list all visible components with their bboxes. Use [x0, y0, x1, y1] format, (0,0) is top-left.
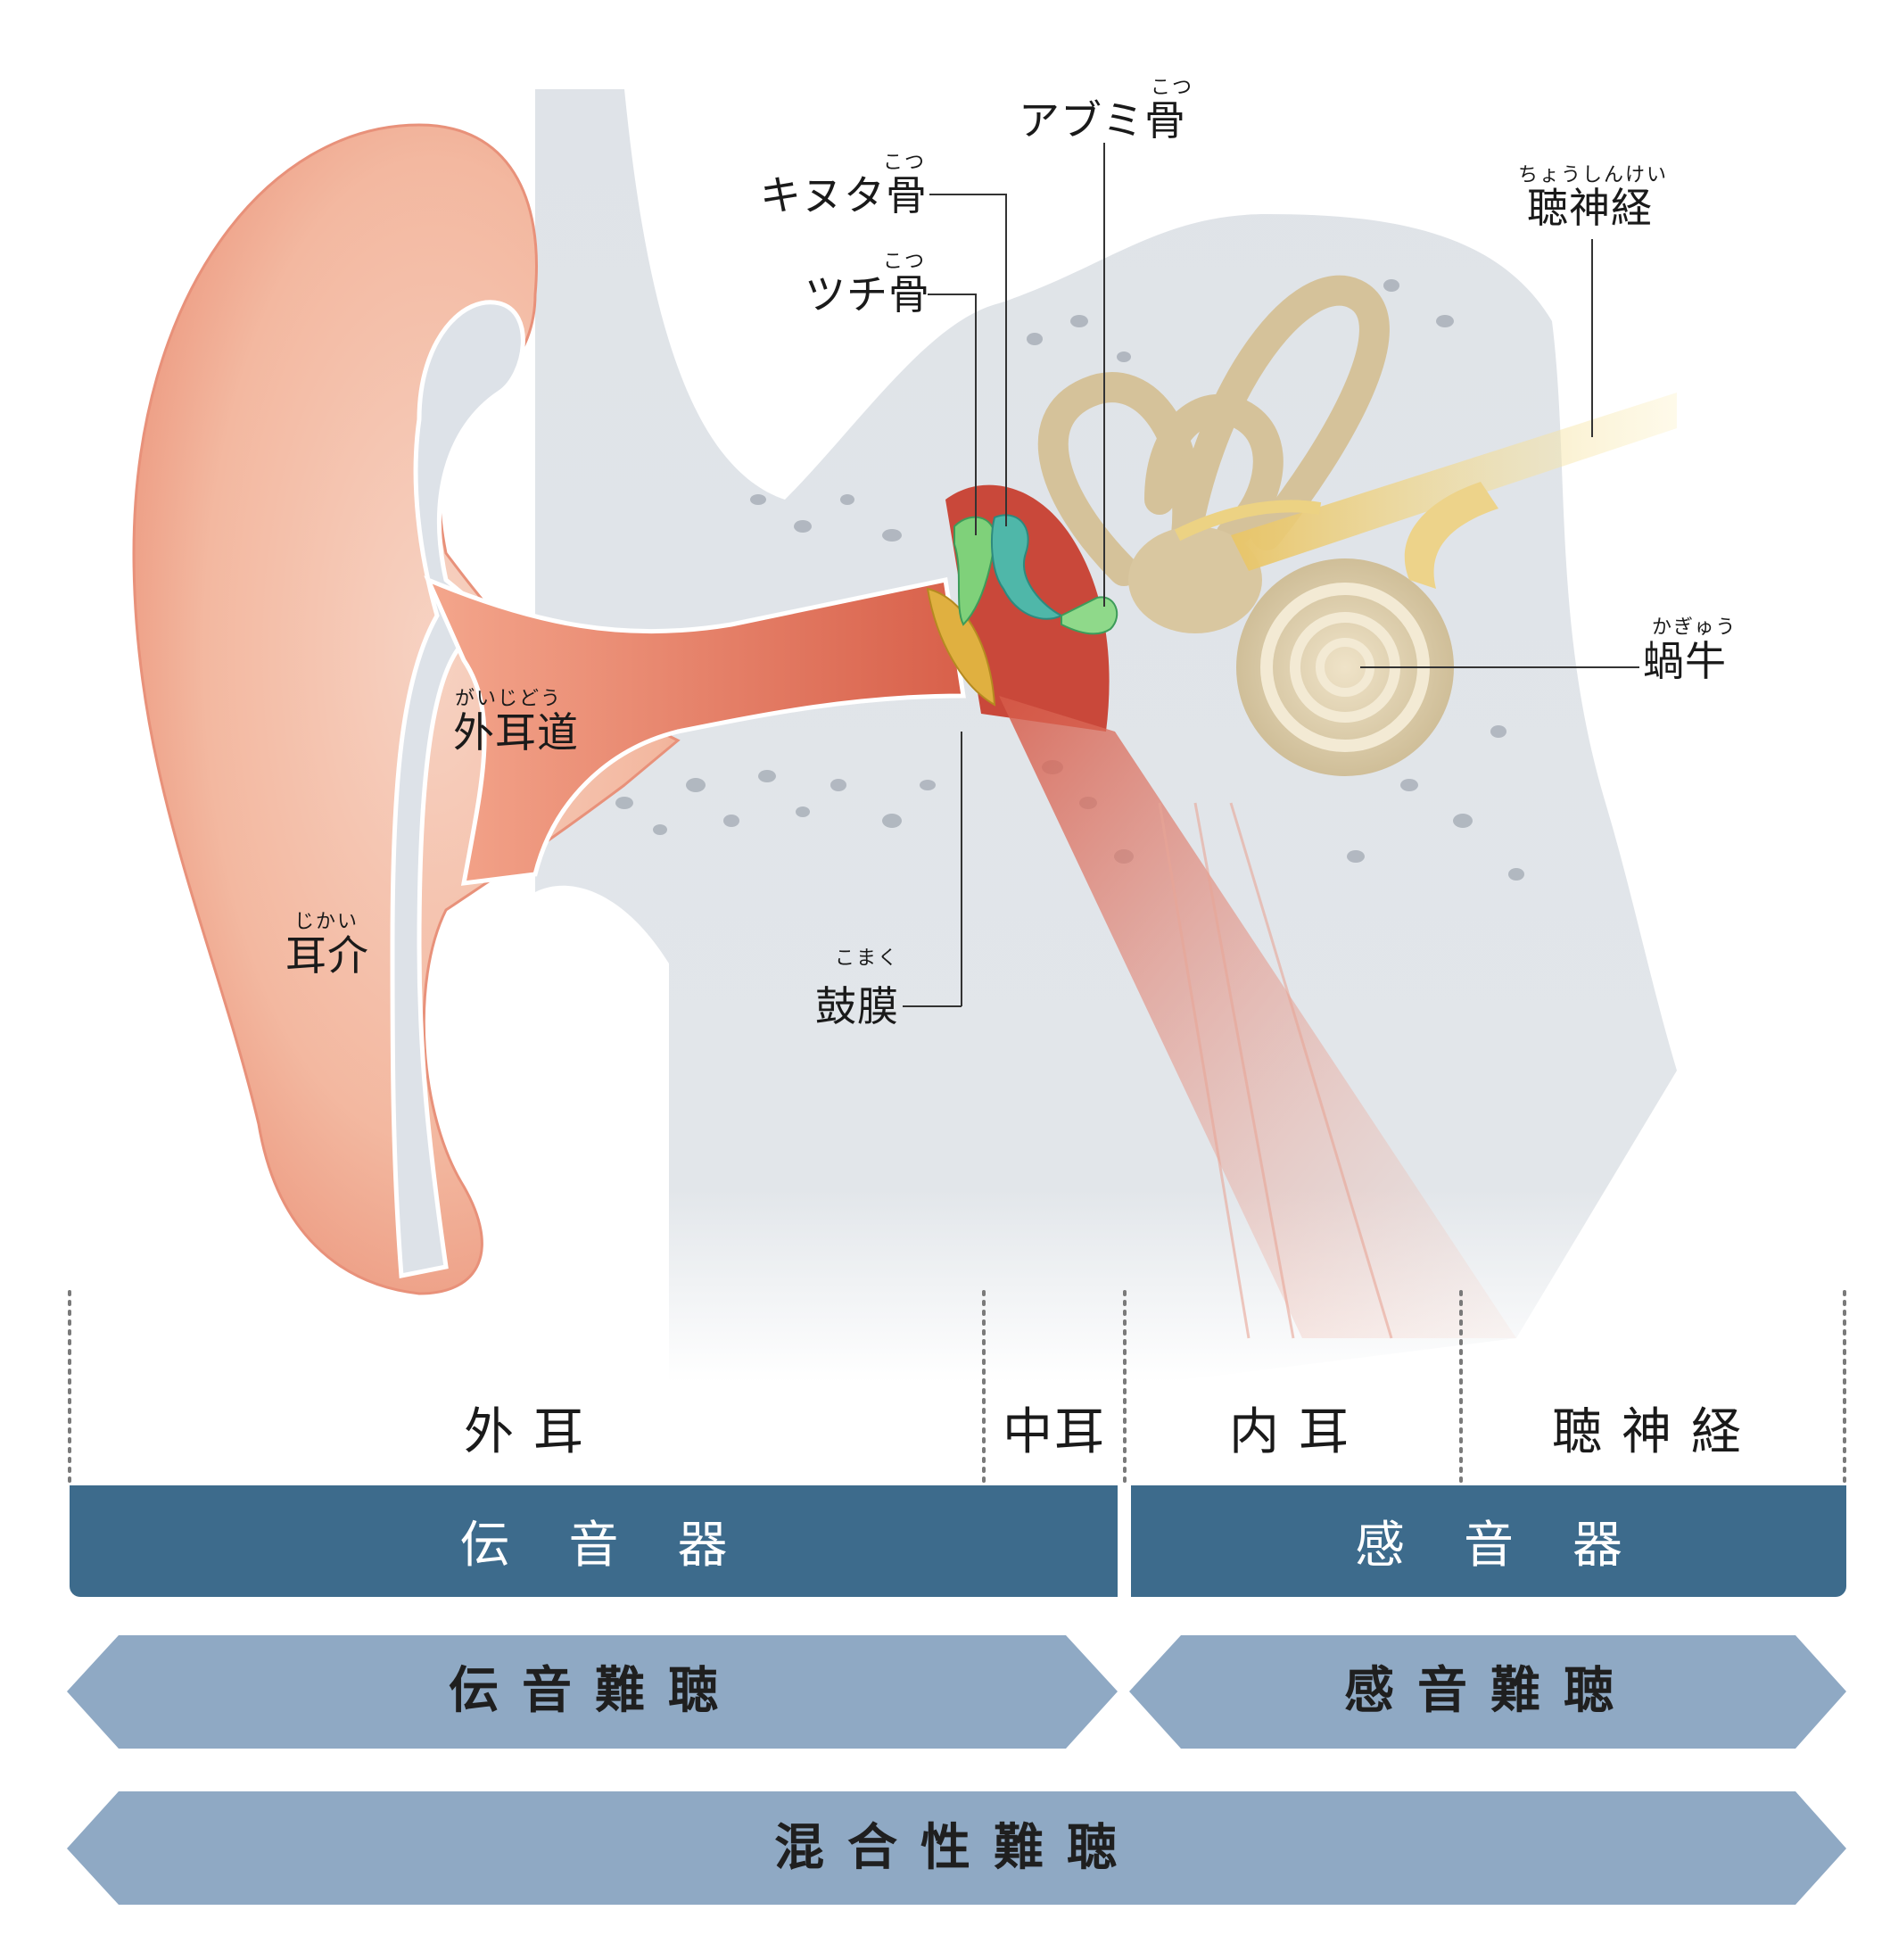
malleus-label: ツチ骨 — [805, 270, 930, 318]
vestibule-shape — [1128, 526, 1262, 633]
region-outer-ear: 外耳 — [464, 1403, 603, 1461]
eustachian-tube — [999, 696, 1516, 1338]
semicircular-canals — [1037, 275, 1390, 586]
region-middle-ear: 中耳 — [1003, 1403, 1106, 1461]
conductive-organ-label: 伝音器 — [459, 1517, 787, 1575]
conductive-organ-bar: 伝音器 — [70, 1485, 1118, 1597]
ear-canal-label: 外耳道 — [453, 708, 579, 757]
leader-lines — [903, 143, 1639, 1007]
eardrum-ruby: こまく — [835, 947, 900, 970]
auricle-label: 耳介 — [285, 931, 369, 980]
ear-anatomy-illustration — [132, 89, 1677, 1383]
region-auditory-nerve: 聴神経 — [1552, 1403, 1761, 1461]
cochlea-ruby: かぎゅう — [1652, 616, 1738, 639]
sensorineural-loss-label: 感音難聴 — [1344, 1662, 1637, 1720]
auditory-nerve-ruby: ちょうしんけい — [1518, 164, 1669, 186]
ossicles — [953, 514, 1118, 635]
auricle-ruby: じかい — [294, 911, 359, 933]
sensorineural-organ-label: 感音器 — [1355, 1517, 1681, 1575]
ear-canal-ruby: がいじどう — [455, 688, 563, 710]
conductive-loss-label: 伝音難聴 — [449, 1662, 741, 1720]
malleus-shape — [953, 516, 996, 626]
ear-canal — [424, 575, 966, 886]
auditory-nerve-shape — [1174, 393, 1677, 589]
incus-label: キヌタ骨 — [760, 171, 928, 219]
incus-leader — [929, 194, 1007, 526]
auditory-nerve-label: 聴神経 — [1527, 184, 1653, 232]
malleus-leader — [928, 294, 977, 535]
cartilage-section — [390, 300, 525, 1279]
stapes-label: アブミ骨 — [1019, 96, 1186, 145]
stapes-shape — [1061, 596, 1118, 635]
malleus-ruby: こつ — [883, 251, 927, 273]
incus-ruby: こつ — [883, 152, 927, 174]
cochlea-label: 蝸牛 — [1643, 637, 1727, 685]
eardrum-shape — [926, 587, 996, 707]
eardrum-label: 鼓膜 — [815, 982, 899, 1030]
region-inner-ear: 内耳 — [1229, 1403, 1368, 1461]
sensorineural-organ-bar: 感音器 — [1131, 1485, 1846, 1597]
stapes-ruby: こつ — [1151, 77, 1194, 99]
mixed-loss-label: 混合性難聴 — [774, 1819, 1140, 1877]
